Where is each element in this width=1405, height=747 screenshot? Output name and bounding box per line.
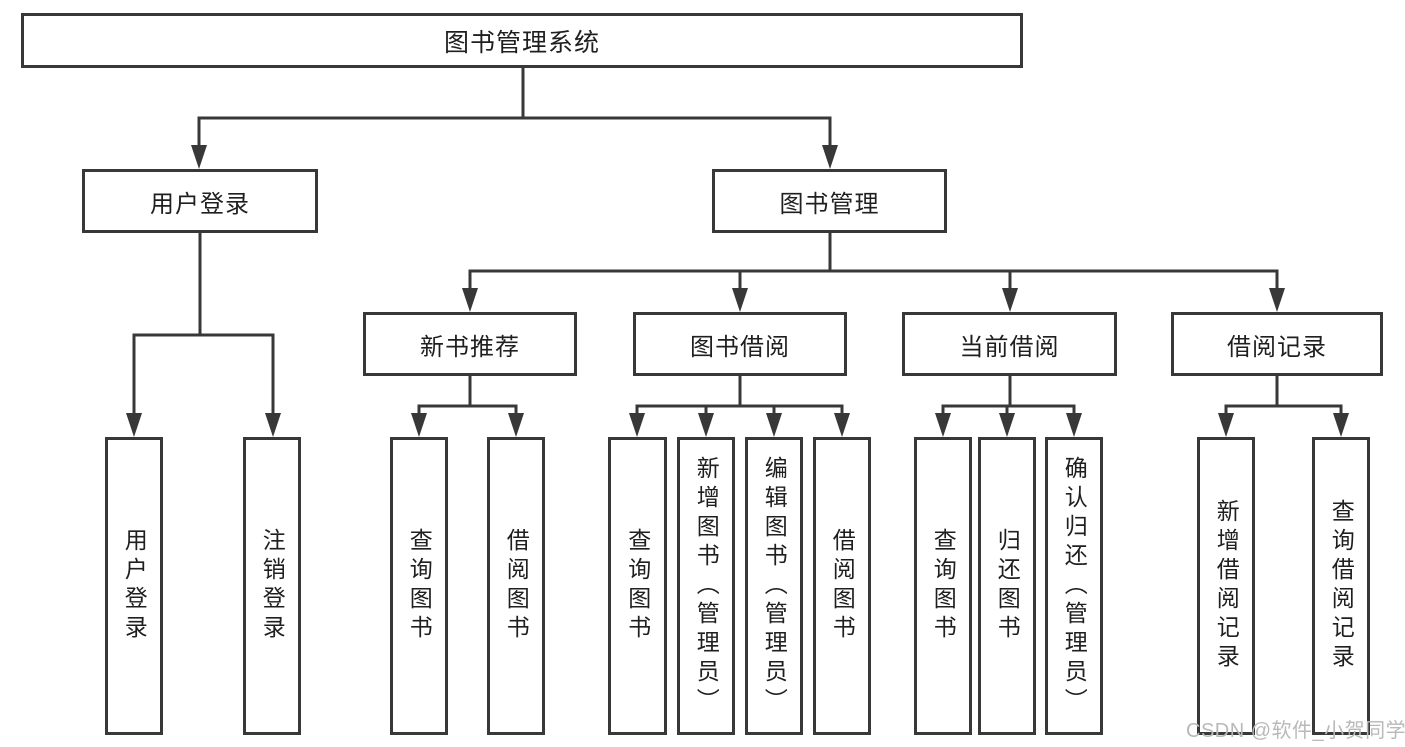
leaf-query-books-borrow-label: 查询图书 [624, 528, 651, 644]
leaf-user-login-label: 用户登录 [121, 528, 148, 644]
leaf-return-books-label: 归还图书 [994, 528, 1021, 644]
leaf-add-borrow-record: 新增借阅记录 [1197, 437, 1255, 735]
leaf-edit-books-admin: 编辑图书（管理员） [745, 437, 803, 735]
node-book-management-module-label: 图书管理 [779, 190, 880, 218]
leaf-add-borrow-record-label: 新增借阅记录 [1213, 499, 1240, 673]
node-current-borrowing-label: 当前借阅 [959, 333, 1060, 361]
node-book-borrowing: 图书借阅 [633, 312, 847, 376]
leaf-borrow-books-label: 借阅图书 [829, 528, 856, 644]
node-book-management-module: 图书管理 [712, 169, 947, 233]
leaf-return-books: 归还图书 [978, 437, 1036, 735]
node-library-management-system: 图书管理系统 [21, 13, 1023, 68]
leaf-add-books-admin-label: 新增图书（管理员） [693, 455, 720, 717]
node-new-book-recommend: 新书推荐 [363, 312, 577, 376]
leaf-user-login: 用户登录 [105, 437, 163, 735]
leaf-logout: 注销登录 [243, 437, 301, 735]
leaf-query-books-recommend-label: 查询图书 [406, 528, 433, 644]
node-borrowing-records-label: 借阅记录 [1227, 333, 1327, 361]
leaf-query-borrow-record-label: 查询借阅记录 [1328, 499, 1355, 673]
leaf-query-books-borrow: 查询图书 [608, 437, 667, 735]
leaf-query-books-current: 查询图书 [914, 437, 972, 735]
leaf-borrow-books-recommend-label: 借阅图书 [503, 528, 530, 644]
leaf-edit-books-admin-label: 编辑图书（管理员） [761, 455, 788, 717]
leaf-query-books-current-label: 查询图书 [930, 528, 957, 644]
leaf-borrow-books-recommend: 借阅图书 [487, 437, 545, 735]
leaf-borrow-books: 借阅图书 [813, 437, 871, 735]
leaf-add-books-admin: 新增图书（管理员） [677, 437, 735, 735]
leaf-query-borrow-record: 查询借阅记录 [1312, 437, 1370, 735]
leaf-query-books-recommend: 查询图书 [390, 437, 448, 735]
node-new-book-recommend-label: 新书推荐 [420, 333, 520, 361]
node-current-borrowing: 当前借阅 [902, 312, 1117, 376]
csdn-watermark: CSDN @软件_小贺同学 [1186, 720, 1405, 742]
leaf-confirm-return-admin-label: 确认归还（管理员） [1061, 455, 1088, 717]
node-borrowing-records: 借阅记录 [1171, 312, 1383, 376]
node-user-login-module: 用户登录 [82, 169, 318, 233]
node-library-management-system-label: 图书管理系统 [443, 28, 600, 57]
leaf-confirm-return-admin: 确认归还（管理员） [1045, 437, 1103, 735]
node-user-login-module-label: 用户登录 [150, 190, 250, 218]
leaf-logout-label: 注销登录 [259, 528, 286, 644]
node-book-borrowing-label: 图书借阅 [690, 333, 790, 361]
